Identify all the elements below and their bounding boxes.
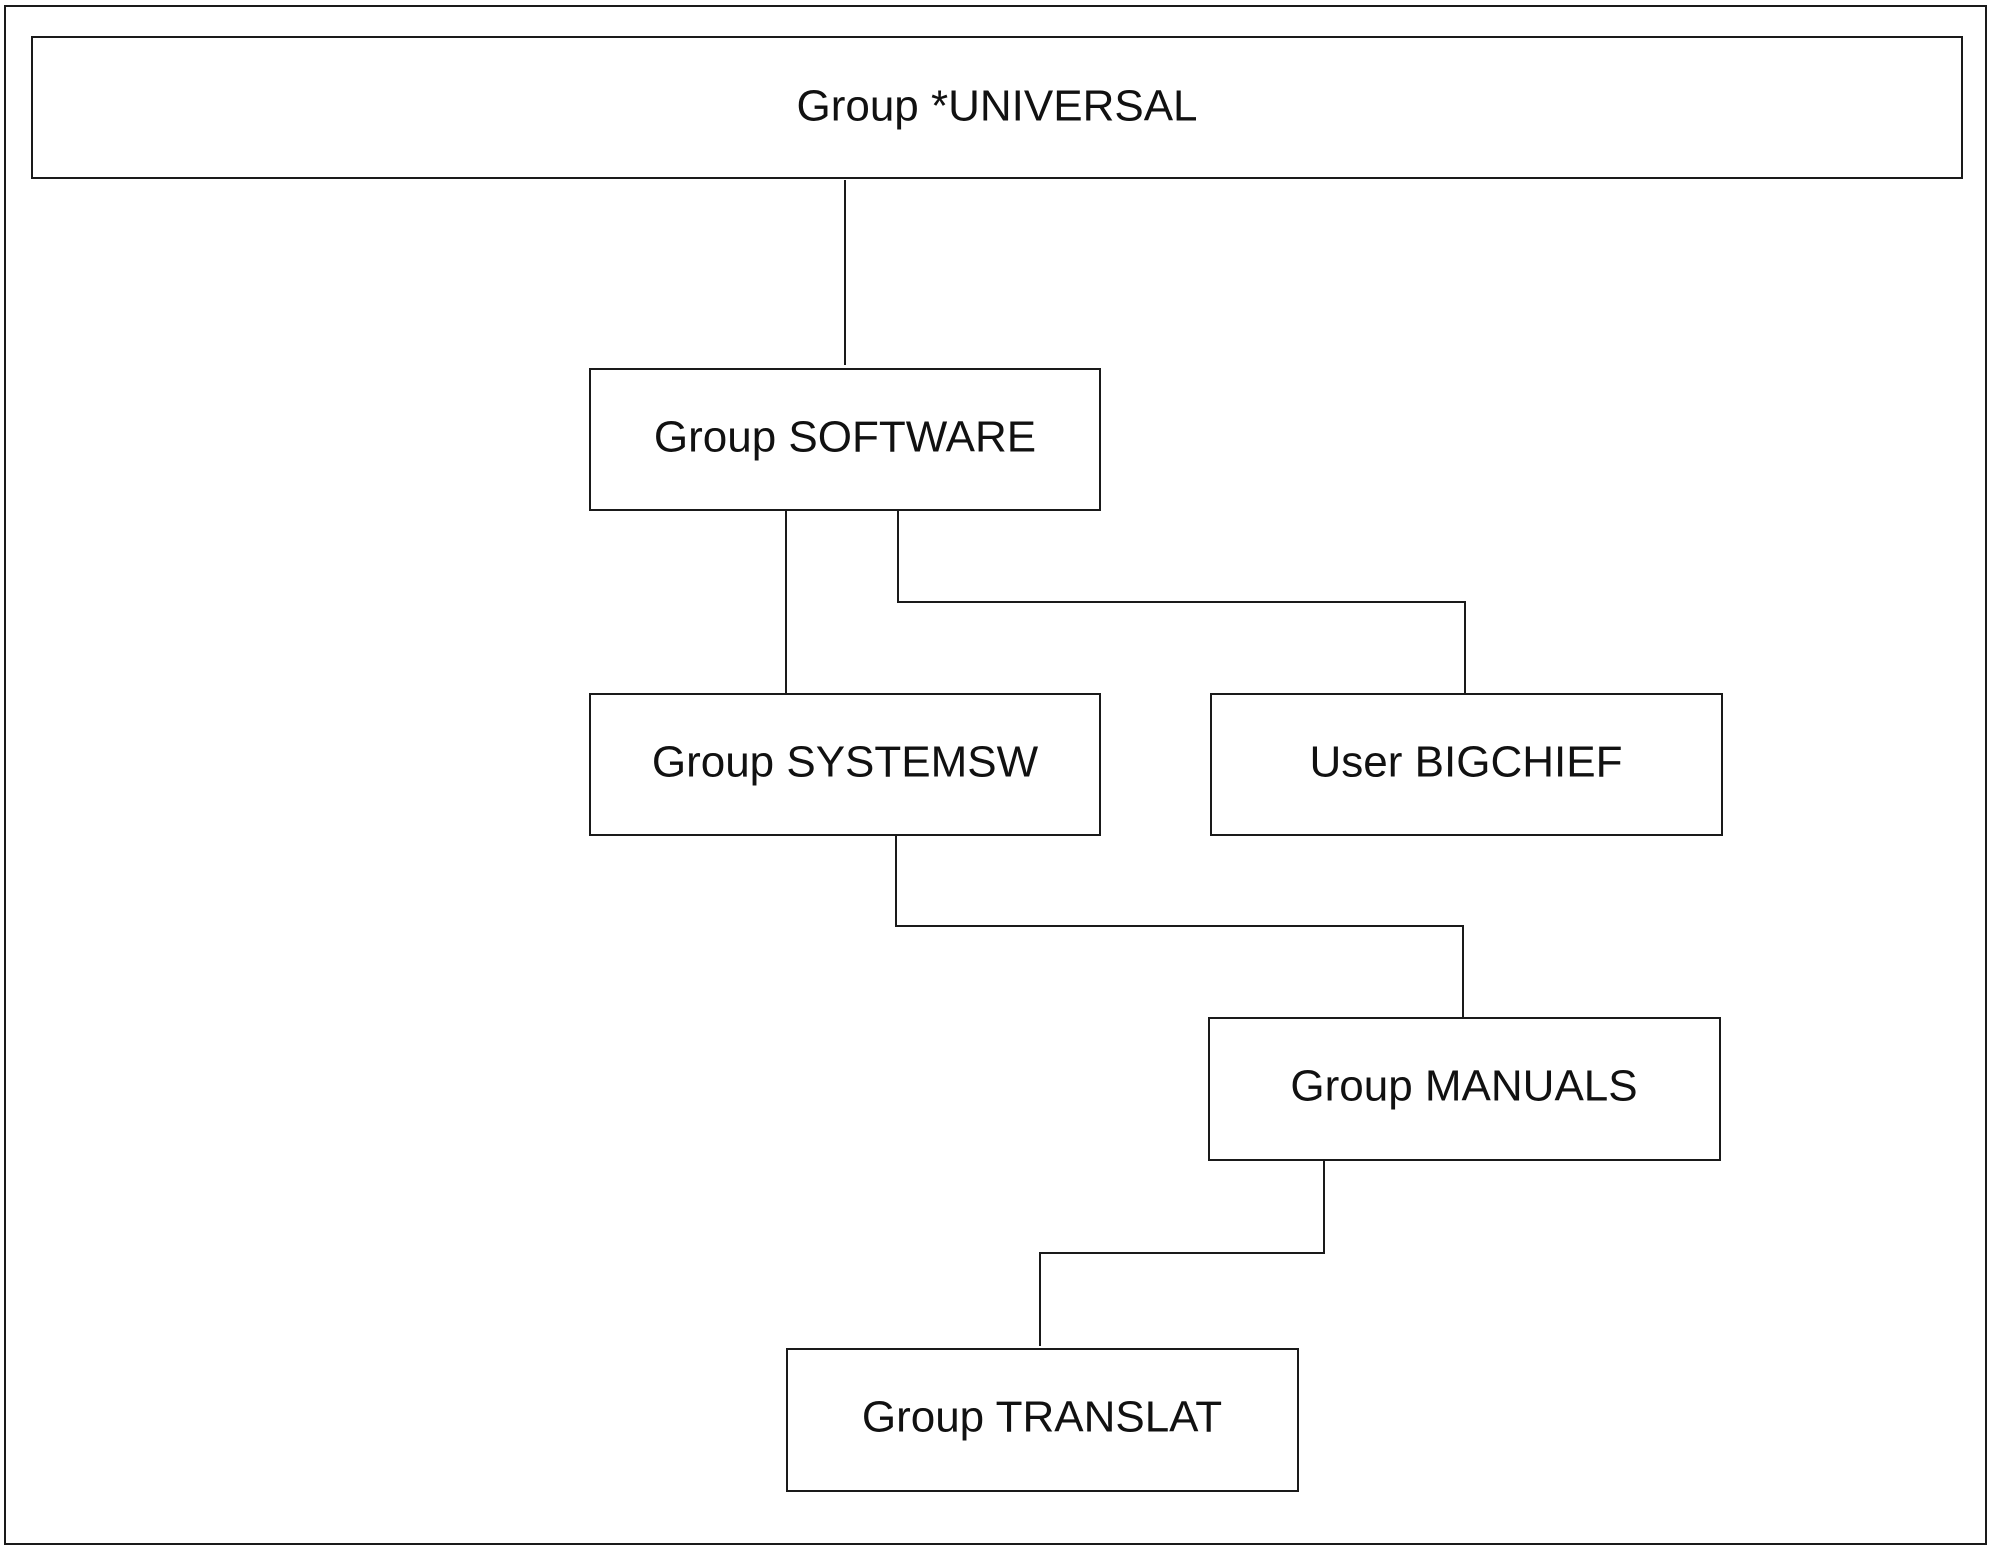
node-systemsw-box: [589, 693, 1101, 836]
node-universal: Group *UNIVERSAL: [31, 36, 1963, 179]
diagram-frame: [4, 5, 1987, 1545]
node-software-label: Group SOFTWARE: [654, 413, 1036, 462]
node-translat: Group TRANSLAT: [786, 1348, 1299, 1492]
node-bigchief-box: [1210, 693, 1723, 836]
node-software: Group SOFTWARE: [589, 368, 1101, 511]
node-manuals: Group MANUALS: [1208, 1017, 1721, 1161]
node-bigchief-label: User BIGCHIEF: [1310, 738, 1623, 787]
node-systemsw: Group SYSTEMSW: [589, 693, 1101, 836]
node-translat-label: Group TRANSLAT: [862, 1393, 1222, 1442]
node-manuals-box: [1208, 1017, 1721, 1161]
connector-manuals-translat: [1039, 1160, 1325, 1346]
node-software-box: [589, 368, 1101, 511]
node-manuals-label: Group MANUALS: [1290, 1062, 1637, 1111]
connector-systemsw-manuals: [895, 833, 1464, 1018]
node-translat-box: [786, 1348, 1299, 1492]
node-universal-box: [31, 36, 1963, 179]
connector-software-bigchief: [897, 510, 1466, 694]
node-universal-label: Group *UNIVERSAL: [796, 82, 1197, 131]
node-systemsw-label: Group SYSTEMSW: [652, 738, 1039, 787]
node-bigchief: User BIGCHIEF: [1210, 693, 1723, 836]
